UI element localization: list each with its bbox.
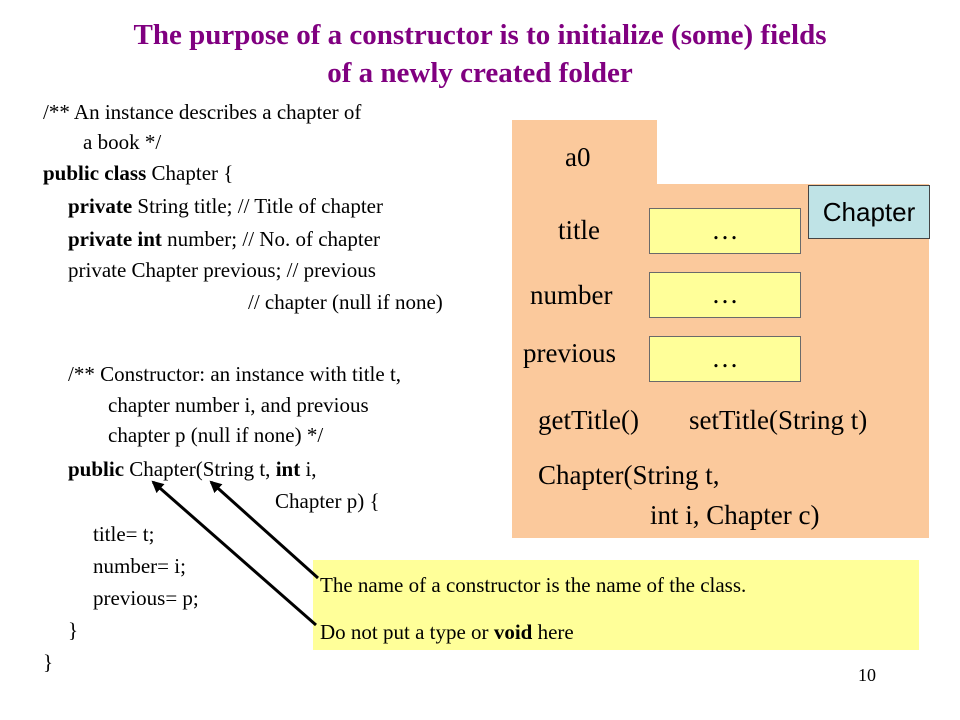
field-label-title: title bbox=[558, 215, 600, 245]
constructor-sig-line-2: int i, Chapter c) bbox=[650, 500, 820, 530]
field-label-number: number bbox=[530, 280, 613, 310]
arrow-to-chapter bbox=[209, 480, 320, 580]
code-line: number= i; bbox=[93, 554, 186, 578]
folder-name: a0 bbox=[565, 142, 591, 172]
keyword: private int bbox=[68, 227, 162, 251]
method-gettitle: getTitle() bbox=[538, 405, 639, 435]
code-line: private String title; // Title of chapte… bbox=[68, 194, 383, 218]
code-line: public Chapter(String t, int i, bbox=[68, 457, 317, 481]
keyword: private bbox=[68, 194, 133, 218]
code-line: /** Constructor: an instance with title … bbox=[68, 362, 402, 386]
field-value-title: … bbox=[649, 208, 801, 254]
code-text: here bbox=[532, 620, 574, 644]
arrow-to-public bbox=[151, 480, 317, 627]
code-text: Do not put a type or bbox=[320, 620, 494, 644]
slide-title-line-2: of a newly created folder bbox=[327, 57, 633, 89]
slide-title-line-1: The purpose of a constructor is to initi… bbox=[133, 19, 827, 51]
field-label-previous: previous bbox=[523, 338, 616, 368]
code-line: chapter p (null if none) */ bbox=[108, 423, 324, 447]
code-text: Chapter { bbox=[146, 161, 234, 185]
code-line: /** An instance describes a chapter of bbox=[43, 100, 362, 124]
keyword: int bbox=[275, 457, 301, 481]
code-text: String title; // Title of chapter bbox=[132, 194, 383, 218]
code-line: a book */ bbox=[83, 130, 162, 154]
code-line: } bbox=[43, 650, 54, 674]
code-line: private int number; // No. of chapter bbox=[68, 227, 380, 251]
code-line: title= t; bbox=[93, 522, 155, 546]
callout-note bbox=[313, 560, 919, 650]
keyword: public bbox=[68, 457, 125, 481]
code-text: number; // No. of chapter bbox=[161, 227, 381, 251]
code-line: } bbox=[68, 618, 79, 642]
code-line: private Chapter previous; // previous bbox=[68, 258, 376, 282]
method-settitle: setTitle(String t) bbox=[689, 405, 868, 435]
keyword: public class bbox=[43, 161, 147, 185]
field-value-number: … bbox=[649, 272, 801, 318]
code-line: chapter number i, and previous bbox=[108, 393, 369, 417]
page-number: 10 bbox=[858, 665, 876, 685]
class-name-box: Chapter bbox=[808, 185, 930, 239]
code-line: // chapter (null if none) bbox=[248, 290, 443, 314]
code-text: i, bbox=[300, 457, 317, 481]
keyword: void bbox=[493, 620, 533, 644]
field-value-previous: … bbox=[649, 336, 801, 382]
code-line: public class Chapter { bbox=[43, 161, 233, 185]
code-text: Chapter(String t, bbox=[124, 457, 276, 481]
code-line: previous= p; bbox=[93, 586, 199, 610]
constructor-sig-line-1: Chapter(String t, bbox=[538, 460, 720, 490]
callout-note-line-1: The name of a constructor is the name of… bbox=[320, 573, 747, 597]
folder-tab bbox=[512, 120, 657, 186]
code-line: Chapter p) { bbox=[275, 489, 380, 513]
callout-note-line-2: Do not put a type or void here bbox=[320, 620, 574, 644]
